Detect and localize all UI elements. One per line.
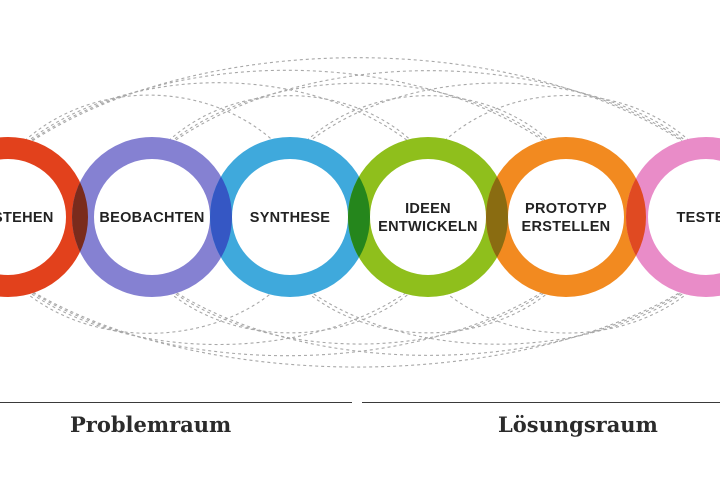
arc-bottom-1-3 xyxy=(151,275,429,334)
arc-bottom-0-4 xyxy=(7,275,567,357)
arc-top-0-5 xyxy=(7,57,707,159)
ring-overlap-1 xyxy=(210,137,232,297)
arc-top-1-5 xyxy=(151,70,707,159)
ring-overlap-4 xyxy=(626,137,646,297)
ring-ideen-entwickeln xyxy=(348,137,508,297)
arc-bottom-1-4 xyxy=(151,275,567,345)
arc-bottom-0-2 xyxy=(7,275,291,334)
stage-label-erstellen: ERSTELLEN xyxy=(522,219,611,235)
stage-label-beobachten: BEOBACHTEN xyxy=(99,210,204,226)
arc-bottom-0-5 xyxy=(7,275,707,368)
stage-label-synthese: SYNTHESE xyxy=(250,210,331,226)
stage-label-verstehen: VERSTEHEN xyxy=(0,210,54,226)
arc-top-0-3 xyxy=(7,82,429,159)
stage-label-entwickeln: ENTWICKELN xyxy=(378,219,478,235)
solution-space-divider xyxy=(362,402,720,403)
stage-label-testen: TESTEN xyxy=(677,210,720,226)
stage-labels: VERSTEHEN BEOBACHTEN SYNTHESE IDEEN ENTWICKE… xyxy=(0,201,720,235)
arc-top-1-4 xyxy=(151,82,567,159)
arc-top-3-5 xyxy=(427,95,707,159)
arc-top-0-4 xyxy=(7,69,567,159)
stage-label-ideen: IDEEN xyxy=(405,201,451,217)
problem-space-divider xyxy=(0,402,352,403)
ring-prototyp-erstellen xyxy=(486,137,646,297)
ring-overlaps xyxy=(72,137,646,297)
arc-top-1-3 xyxy=(151,95,429,159)
ring-overlap-3 xyxy=(486,137,508,297)
solution-space-label: Lösungsraum xyxy=(498,412,658,437)
connection-arcs xyxy=(7,57,707,368)
arc-top-2-4 xyxy=(289,95,567,159)
problem-space-label: Problemraum xyxy=(70,412,232,437)
arc-top-2-5 xyxy=(289,82,707,159)
arc-bottom-2-4 xyxy=(289,275,567,334)
arc-bottom-2-5 xyxy=(289,275,707,345)
ring-overlap-0 xyxy=(72,137,88,297)
ring-overlap-2 xyxy=(348,137,370,297)
arc-bottom-0-3 xyxy=(7,275,429,345)
arc-top-0-2 xyxy=(7,94,291,159)
stage-label-prototyp: PROTOTYP xyxy=(525,201,607,217)
